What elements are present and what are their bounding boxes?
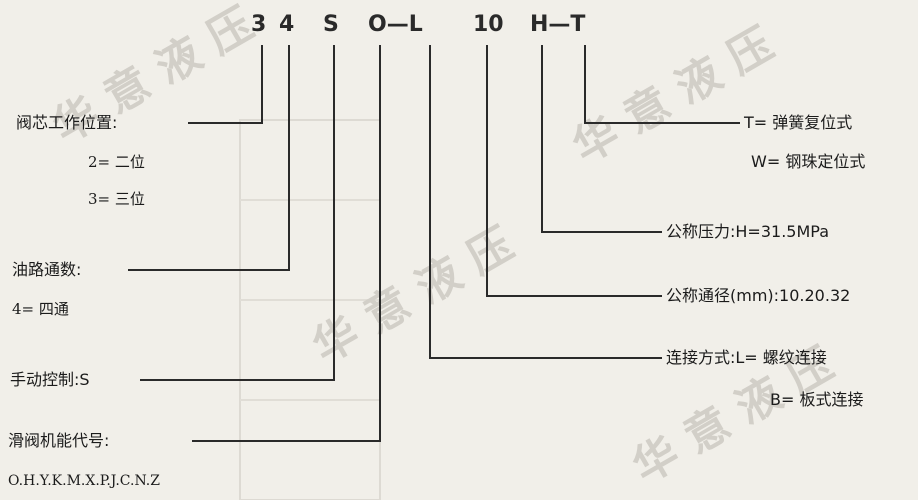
label-manual-control: 手动控制:S	[10, 370, 90, 389]
label-diameter: 公称通径(mm):10.20.32	[666, 286, 851, 305]
label-connection: 连接方式:L= 螺纹连接	[666, 348, 827, 367]
label-function-codes: O.H.Y.K.M.X.P.J.C.N.Z	[8, 473, 160, 489]
label-spool-function: 滑阀机能代号:	[8, 431, 110, 450]
label-two-position: 2= 二位	[88, 153, 145, 171]
label-oil-ways: 油路通数:	[12, 260, 82, 279]
label-t-spring: T= 弹簧复位式	[744, 113, 853, 132]
label-b-plate: B= 板式连接	[770, 390, 864, 409]
leader-pressure	[541, 45, 662, 233]
leader-oil-ways	[128, 45, 290, 271]
label-pressure: 公称压力:H=31.5MPa	[666, 222, 829, 241]
label-four-way: 4= 四通	[12, 300, 69, 318]
leader-spool-position	[188, 45, 263, 124]
label-three-position: 3= 三位	[88, 190, 145, 208]
code-digit-ways: 4	[279, 12, 295, 37]
code-function-connection: O—L	[368, 12, 423, 37]
leader-return-type	[584, 45, 740, 124]
code-diameter: 10	[473, 12, 504, 37]
code-digit-positions: 3	[251, 12, 267, 37]
leader-diameter	[486, 45, 662, 297]
leader-spool-function	[192, 45, 381, 442]
label-spool-position: 阀芯工作位置:	[16, 113, 118, 132]
leader-manual-control	[140, 45, 335, 381]
code-pressure-return: H—T	[530, 12, 586, 37]
label-w-ball: W= 钢珠定位式	[751, 152, 866, 171]
code-letter-manual: S	[323, 12, 339, 37]
leader-connection	[429, 45, 662, 359]
